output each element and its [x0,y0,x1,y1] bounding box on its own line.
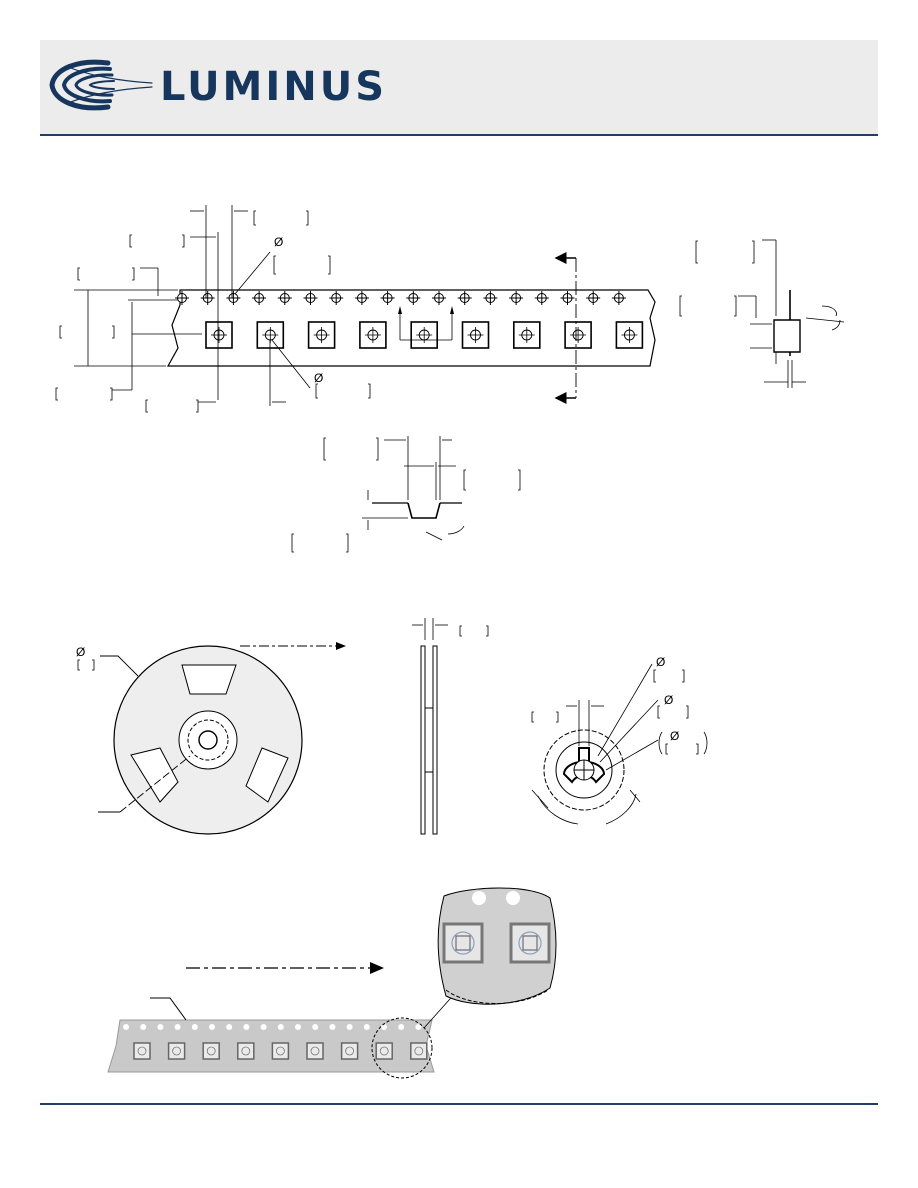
led-component [202,1042,220,1060]
component-pocket [615,321,644,349]
diameter-symbol-hub-3: Ø [670,729,679,743]
led-component [375,1042,393,1060]
sprocket-hole [329,291,344,305]
header-divider [40,134,878,136]
tape-sprocket-hole [191,1024,198,1030]
footer-divider [40,1103,878,1105]
tape-sprocket-hole [346,1024,353,1030]
brand-name: LUMINUS [160,64,387,110]
sprocket-hole [252,291,267,305]
tape-sprocket-hole [295,1024,301,1030]
diameter-symbol-hub-1: Ø [656,655,665,669]
sprocket-hole [560,291,575,305]
tape-sprocket-hole [140,1024,147,1030]
tape-sprocket-hole [312,1024,319,1030]
sprocket-hole [432,291,446,305]
tape-sprocket-hole [226,1024,233,1030]
sprocket-holes [175,291,626,305]
diameter-symbol-sprocket: Ø [274,235,283,249]
led-components [133,1042,428,1060]
sprocket-hole [509,291,524,305]
tape-sprocket-hole [381,1024,387,1030]
diameter-symbol-pocket: Ø [314,371,323,385]
sprocket-hole [200,291,215,305]
tape-sprocket-hole [398,1024,405,1030]
component-pocket [512,321,541,349]
led-component [340,1042,359,1060]
tape-sprocket-hole [123,1024,129,1030]
pocket-detail-view [291,436,521,553]
sprocket-hole [354,291,369,305]
sprocket-hole [611,291,626,305]
reel-front-view: Ø [76,642,346,835]
component-pocket [307,321,336,349]
tape-sprocket-hole [157,1024,164,1030]
diameter-symbol-reel: Ø [76,645,85,659]
carrier-tape-top-view: Ø Ø [55,205,656,413]
led-component [167,1042,186,1060]
component-pocket [410,321,439,349]
sprocket-hole [277,291,292,305]
sprocket-hole [226,291,241,305]
component-pocket [564,321,592,349]
magnified-led-right [509,922,551,964]
component-pockets [205,321,644,349]
tape-sprocket-hole [415,1024,422,1030]
tape-sprocket-hole [329,1024,336,1030]
diameter-symbol-hub-2: Ø [664,693,673,707]
tape-cross-section-view [679,239,845,388]
component-pocket [461,321,490,349]
component-pocket [205,321,233,349]
led-component [306,1042,324,1060]
tape-sprocket-hole [363,1024,370,1030]
loaded-tape-illustration [107,887,557,1079]
tape-sprocket-hole [209,1024,215,1030]
led-component [271,1042,290,1060]
sprocket-hole [483,291,498,305]
tape-sprocket-holes [123,1024,422,1030]
sprocket-hole [175,291,189,305]
led-component [237,1042,255,1060]
sprocket-hole [406,291,421,305]
magnified-led-left [442,922,484,964]
sprocket-hole [303,291,318,305]
page-header [40,40,878,134]
sprocket-hole [534,291,549,305]
sprocket-hole [457,291,472,305]
component-pocket [359,321,387,349]
led-component [410,1042,428,1060]
tape-sprocket-hole [260,1024,267,1030]
tape-sprocket-hole [243,1024,250,1030]
tape-sprocket-hole [174,1024,181,1030]
sprocket-hole [380,291,395,305]
reel-hub-detail: Ø Ø Ø [531,655,708,825]
led-component [133,1042,151,1060]
sprocket-hole [586,291,601,305]
reel-side-view [412,618,489,835]
luminus-swoosh-logo-icon [49,59,153,111]
tape-sprocket-hole [277,1024,284,1030]
